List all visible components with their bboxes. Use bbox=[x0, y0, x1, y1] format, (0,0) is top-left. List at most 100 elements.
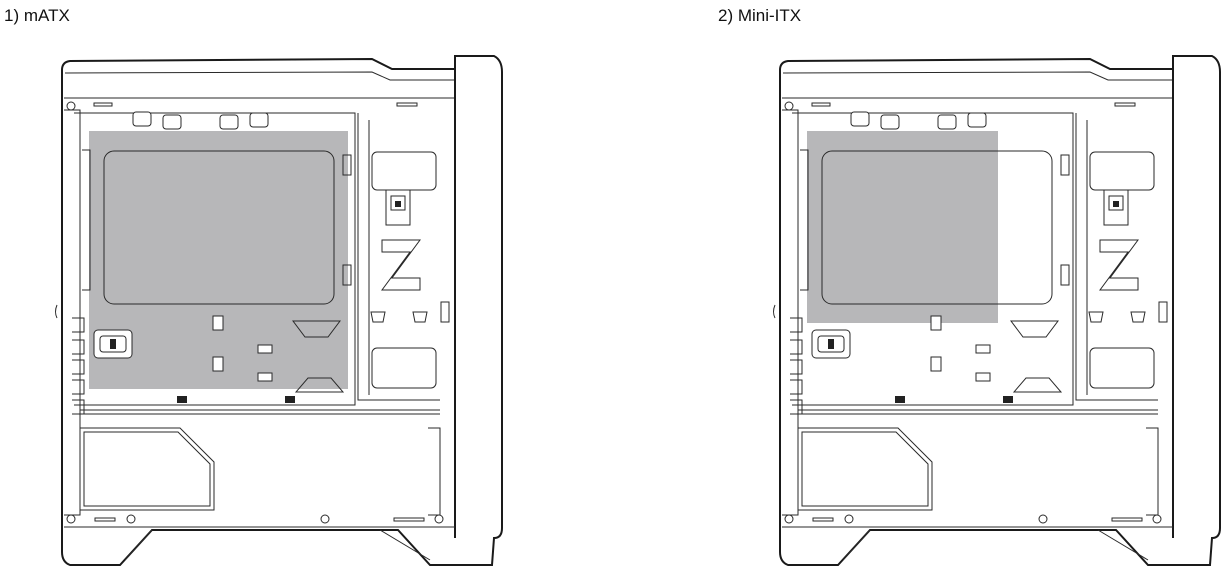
drive-lock-left-key bbox=[110, 339, 116, 349]
screw-bottom-4 bbox=[434, 514, 444, 524]
tray-hole-1 bbox=[212, 315, 224, 331]
diagram-label-mini-itx: 2) Mini-ITX bbox=[718, 6, 802, 25]
case-shell-outline bbox=[779, 55, 1221, 566]
psu-outline-inner bbox=[801, 431, 929, 507]
drive-clip-1 bbox=[370, 311, 386, 323]
expansion-slot-2 bbox=[72, 339, 85, 355]
diagram-label-matx: 1) mATX bbox=[4, 6, 70, 25]
rear-handle bbox=[773, 304, 776, 319]
screw-bottom-2 bbox=[844, 514, 854, 524]
expansion-slot-5 bbox=[790, 399, 803, 415]
cpu-cutout bbox=[103, 150, 335, 305]
psu-mount-1 bbox=[895, 396, 905, 403]
drive-lock-left-inner bbox=[817, 335, 845, 353]
bottom-slot-right bbox=[393, 517, 425, 522]
side-grommet-2 bbox=[1060, 264, 1070, 286]
expansion-slot-5 bbox=[72, 399, 85, 415]
rear-frame bbox=[64, 109, 81, 516]
drive-lock-right bbox=[1103, 189, 1129, 226]
front-foot-line bbox=[1097, 529, 1149, 561]
drive-bay-frame bbox=[1075, 113, 1158, 401]
drive-lock-right-inner bbox=[1108, 195, 1124, 211]
ssd-bracket-2 bbox=[1012, 377, 1063, 393]
drive-lock-right-key bbox=[1113, 201, 1119, 207]
drive-tray-2 bbox=[1089, 347, 1155, 389]
top-grommet-1 bbox=[850, 111, 870, 127]
psu-front-edge bbox=[428, 427, 441, 516]
screw-top-left bbox=[784, 101, 794, 111]
drive-clip-2 bbox=[412, 311, 428, 323]
case-side-view-mini-itx bbox=[773, 55, 1221, 566]
front-latch bbox=[440, 301, 450, 323]
bottom-slot-left bbox=[812, 517, 834, 522]
cpu-cutout bbox=[821, 150, 1053, 305]
rear-frame bbox=[782, 109, 799, 516]
top-slot-right bbox=[396, 102, 418, 107]
screw-bottom-4 bbox=[1152, 514, 1162, 524]
expansion-slot-1 bbox=[790, 317, 803, 333]
tray-hole-2 bbox=[212, 356, 224, 372]
tray-clip-1 bbox=[257, 344, 273, 354]
drive-lock-right-inner bbox=[390, 195, 406, 211]
psu-mount-2 bbox=[285, 396, 295, 403]
ssd-bracket-1 bbox=[1010, 320, 1059, 338]
screw-bottom-3 bbox=[1038, 514, 1048, 524]
drive-lock-right bbox=[385, 189, 411, 226]
top-grommet-4 bbox=[249, 112, 269, 128]
screw-bottom-1 bbox=[66, 514, 76, 524]
motherboard-tray-outline bbox=[74, 112, 356, 406]
top-grommet-2 bbox=[162, 114, 182, 130]
top-grommet-2 bbox=[880, 114, 900, 130]
expansion-slot-1 bbox=[72, 317, 85, 333]
top-edge-line bbox=[782, 71, 1173, 81]
expansion-slot-4 bbox=[72, 379, 85, 395]
drive-bay-frame bbox=[357, 113, 440, 401]
tray-clip-2 bbox=[257, 372, 273, 382]
psu-outline-inner bbox=[83, 431, 211, 507]
rear-handle bbox=[55, 304, 58, 319]
psu-mount-1 bbox=[177, 396, 187, 403]
expansion-slot-3 bbox=[790, 359, 803, 375]
expansion-slot-4 bbox=[790, 379, 803, 395]
drive-clip-2 bbox=[1130, 311, 1146, 323]
ssd-bracket-1 bbox=[292, 320, 341, 338]
motherboard-area bbox=[807, 131, 998, 323]
case-side-view-matx bbox=[55, 55, 503, 566]
tray-clip-2 bbox=[975, 372, 991, 382]
side-grommet-2 bbox=[342, 264, 352, 286]
top-grommet-3 bbox=[219, 114, 239, 130]
screw-top-left bbox=[66, 101, 76, 111]
drive-clip-1 bbox=[1088, 311, 1104, 323]
rear-foot-line bbox=[124, 529, 153, 561]
top-grommet-3 bbox=[937, 114, 957, 130]
screw-bottom-1 bbox=[784, 514, 794, 524]
screw-bottom-3 bbox=[320, 514, 330, 524]
bottom-slot-left bbox=[94, 517, 116, 522]
tray-hole-2 bbox=[930, 356, 942, 372]
drive-tray-1 bbox=[371, 151, 437, 191]
tray-clip-1 bbox=[975, 344, 991, 354]
psu-mount-2 bbox=[1003, 396, 1013, 403]
drive-tray-2 bbox=[371, 347, 437, 389]
front-foot-line bbox=[379, 529, 431, 561]
top-slot-left bbox=[93, 102, 113, 107]
drive-lock-left-inner bbox=[99, 335, 127, 353]
expansion-slot-2 bbox=[790, 339, 803, 355]
top-grommet-1 bbox=[132, 111, 152, 127]
rear-io-cutout bbox=[82, 149, 91, 291]
tray-hole-1 bbox=[930, 315, 942, 331]
top-grommet-4 bbox=[967, 112, 987, 128]
top-slot-left bbox=[811, 102, 831, 107]
drive-lock-right-key bbox=[395, 201, 401, 207]
screw-bottom-2 bbox=[126, 514, 136, 524]
psu-outline bbox=[79, 427, 215, 511]
case-shell-outline bbox=[61, 55, 503, 566]
z-cutout bbox=[381, 239, 421, 291]
drive-lock-left-key bbox=[828, 339, 834, 349]
rear-io-cutout bbox=[800, 149, 809, 291]
drive-tray-1 bbox=[1089, 151, 1155, 191]
psu-outline bbox=[797, 427, 933, 511]
side-grommet-1 bbox=[1060, 154, 1070, 176]
front-latch bbox=[1158, 301, 1168, 323]
ssd-bracket-2 bbox=[294, 377, 345, 393]
